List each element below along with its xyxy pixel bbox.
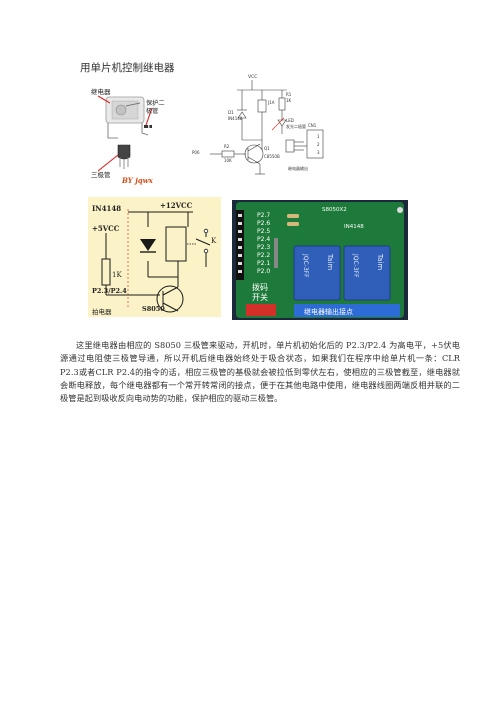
relay-model-1: JQC-3FF xyxy=(302,253,309,278)
connector-pin-2: 2 xyxy=(317,142,320,147)
relay-brand-1: Taim xyxy=(326,253,334,270)
r1-value: 1K xyxy=(286,98,292,103)
protect-label-2: 极管 xyxy=(146,107,158,115)
relay-model-2: JQC-3FF xyxy=(352,253,359,278)
pin-label: P2.7 xyxy=(257,212,270,219)
switch-label-line2: 开关 xyxy=(252,292,268,302)
connector-label: CN1 xyxy=(308,123,317,128)
pin-label: P2.2 xyxy=(257,252,270,259)
board-diode: IN4148 xyxy=(344,224,364,230)
resistor-label: 1K xyxy=(112,271,122,279)
r2-label: R2 xyxy=(224,144,230,149)
protect-label-1: 保护二 xyxy=(146,99,165,107)
vcc5-label: +5VCC xyxy=(92,224,120,233)
relay-brand-2: Taim xyxy=(376,253,384,270)
relay-label: 继电器 xyxy=(91,87,111,96)
relay-photo-diagram: 继电器 保护二 极管 三极管 BY jqwx xyxy=(88,73,168,185)
pin-label: P2.1 xyxy=(257,260,270,267)
pin-label: P06 xyxy=(192,150,200,155)
pin-label: P2.4 xyxy=(257,236,270,243)
circuit-label: 拍电器 xyxy=(92,307,112,316)
transistor-part: S8050 xyxy=(142,305,165,313)
output-label: 继电器输出 xyxy=(288,165,308,171)
port-label: P2.3/P2.4 xyxy=(92,287,127,295)
page-title: 用单片机控制继电器 xyxy=(80,62,175,74)
relay-board-photo: P2.7 P2.6 P2.5 P2.4 P2.3 P2.2 P2.1 P2.0 … xyxy=(232,200,408,320)
r1-label: R1 xyxy=(286,92,292,97)
r2-value: 10K xyxy=(224,158,232,163)
relay-schematic: VCC J1A R1 1K LED 发光二极管 D1 IN4148 P06 R2… xyxy=(182,70,335,182)
board-part: S8050X2 xyxy=(322,207,347,213)
led-desc: 发光二极管 xyxy=(286,123,306,129)
pin-label: P2.6 xyxy=(257,220,270,227)
transistor-label: 三极管 xyxy=(91,170,111,179)
body-paragraph: 这里继电器由相应的 S8050 三极管来驱动，开机时，单片机初始化后的 P2.3… xyxy=(60,340,460,403)
vcc-label: VCC xyxy=(248,74,257,80)
p1-label: J1A xyxy=(267,100,275,105)
vcc12-label: +12VCC xyxy=(160,201,193,210)
diode-part: IN4148 xyxy=(228,116,243,121)
q1-label: Q1 xyxy=(264,146,270,151)
pin-label: P2.3 xyxy=(257,244,270,251)
diode-label: D1 xyxy=(228,110,234,115)
connector-pin-1: 1 xyxy=(317,134,320,139)
switch-label-line1: 拨码 xyxy=(252,282,268,292)
connector-pin-3: 3 xyxy=(317,150,320,155)
diode-part: IN4148 xyxy=(92,204,121,213)
driver-circuit: IN4148 +12VCC +5VCC 1K K P2.3/P2.4 S8050… xyxy=(88,197,221,317)
signature: BY jqwx xyxy=(121,176,154,185)
terminal-label: 继电器输出接点 xyxy=(304,307,353,316)
led-label: LED xyxy=(286,118,294,123)
pin-label: P2.5 xyxy=(257,228,270,235)
pin-label: P2.0 xyxy=(257,268,270,275)
q1-part: C8550B xyxy=(264,154,280,159)
k-label: K xyxy=(211,237,217,245)
